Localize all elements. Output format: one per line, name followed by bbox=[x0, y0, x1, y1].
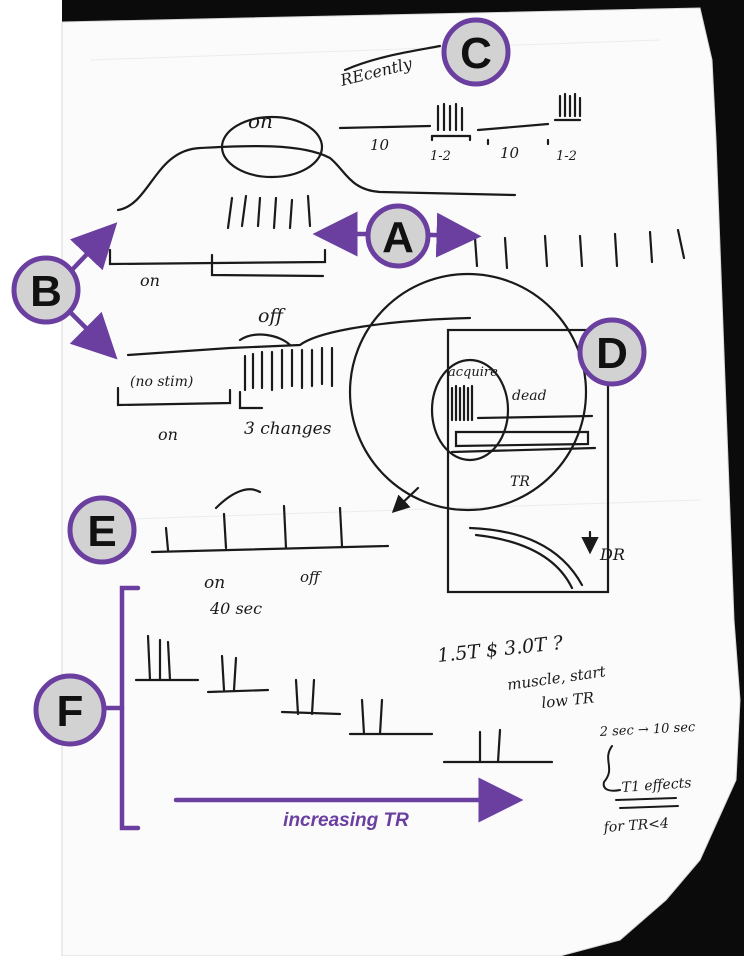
note-ten-b: 10 bbox=[500, 144, 520, 162]
note-off: off bbox=[258, 305, 286, 327]
white-edge-left bbox=[0, 0, 62, 956]
callout-f: F bbox=[36, 676, 104, 744]
svg-text:A: A bbox=[382, 213, 414, 262]
callout-d: D bbox=[580, 320, 644, 384]
note-forty-sec: 40 sec bbox=[209, 599, 262, 618]
note-on-left: on bbox=[140, 271, 160, 290]
note-acquire: acquire bbox=[448, 365, 498, 380]
callout-b: B bbox=[14, 258, 78, 322]
note-off-e: off bbox=[300, 568, 322, 586]
note-tr: TR bbox=[510, 474, 530, 490]
svg-text:D: D bbox=[596, 329, 628, 378]
caption-increasing-tr: increasing TR bbox=[283, 810, 409, 831]
note-on-top: on bbox=[248, 109, 273, 133]
callout-e: E bbox=[70, 498, 134, 562]
svg-text:C: C bbox=[460, 29, 492, 78]
note-on-e: on bbox=[204, 573, 225, 593]
note-one-two-b: 1-2 bbox=[556, 149, 577, 164]
note-three-changes: 3 changes bbox=[244, 419, 332, 439]
note-no-stim: (no stim) bbox=[130, 374, 193, 390]
svg-text:E: E bbox=[87, 507, 116, 556]
callout-c: C bbox=[444, 20, 508, 84]
svg-text:F: F bbox=[57, 687, 84, 736]
svg-text:B: B bbox=[30, 267, 62, 316]
note-one-two-a: 1-2 bbox=[430, 149, 451, 164]
note-ten-a: 10 bbox=[370, 136, 390, 154]
note-dead: dead bbox=[512, 388, 547, 404]
callout-a: A bbox=[368, 206, 428, 266]
note-on-mid: on bbox=[158, 425, 178, 444]
note-dr: DR bbox=[599, 545, 625, 564]
